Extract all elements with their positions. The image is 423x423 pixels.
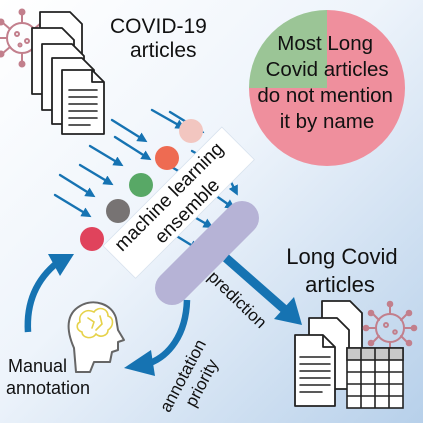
prediction-bar [155, 201, 259, 305]
model-dot [129, 173, 153, 197]
model-dot [80, 227, 104, 251]
prediction-arrowhead [274, 297, 302, 325]
feedback-loop-arrowhead [48, 254, 74, 276]
table-icon [346, 347, 404, 409]
pie-slice-mentioned [249, 10, 327, 88]
model-dots [80, 119, 203, 251]
brain-head-icon [67, 301, 125, 373]
pie-chart: Most Long Covid articles do not mention … [249, 10, 405, 166]
prediction-arrow [223, 254, 295, 320]
feedback-loop-arrow [24, 259, 61, 333]
document-stack-icon [31, 11, 105, 135]
covid-articles-label: COVID-19 articles [110, 15, 213, 62]
pie-caption: Most Long Covid articles do not mention … [257, 32, 398, 133]
model-dot [155, 146, 179, 170]
manual-annotation-label: Manual annotation [6, 356, 90, 398]
long-covid-label: Long Covid articles [286, 244, 403, 297]
model-dot [106, 199, 130, 223]
annotation-priority-arrow [148, 299, 191, 367]
annotation-priority-arrowhead [124, 350, 155, 376]
long-covid-documents-icon [294, 300, 363, 407]
model-dot [179, 119, 203, 143]
ensemble-label-box [102, 126, 255, 279]
